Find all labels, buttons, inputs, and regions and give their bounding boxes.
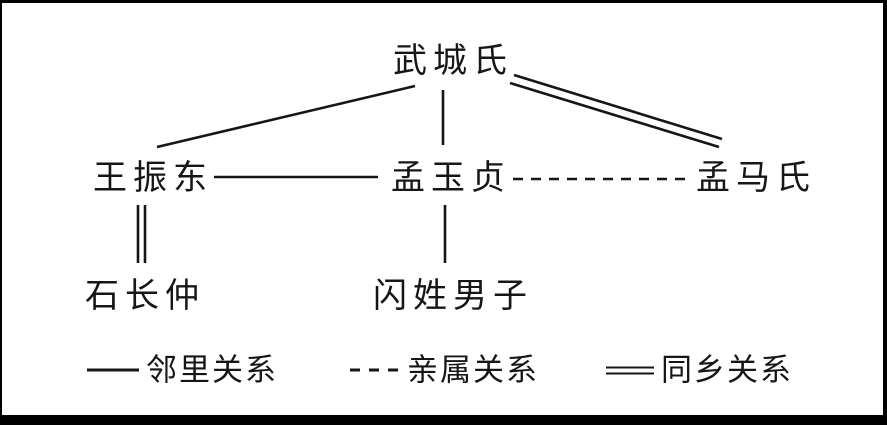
legend-item-townsman: 同乡关系 bbox=[606, 355, 793, 386]
legend-label-neighbor: 邻里关系 bbox=[146, 352, 278, 388]
legend-label-townsman: 同乡关系 bbox=[661, 352, 793, 388]
node-mengmashi: 孟马氏 bbox=[696, 160, 816, 197]
dashed-line-swatch bbox=[350, 368, 400, 372]
double-line-swatch bbox=[606, 366, 654, 374]
node-mengyuzhen: 孟玉贞 bbox=[391, 160, 511, 197]
edge-wangzhendong-shichangzhong-double bbox=[136, 205, 147, 263]
edge-wuchengshi-wangzhendong-solid bbox=[156, 84, 416, 149]
legend-item-kinship: 亲属关系 bbox=[350, 355, 539, 386]
node-wangzhendong: 王振东 bbox=[93, 160, 213, 197]
node-shanxingnanzi: 闪姓男子 bbox=[373, 278, 533, 315]
legend-item-neighbor: 邻里关系 bbox=[87, 355, 278, 386]
solid-line-swatch bbox=[87, 368, 139, 372]
node-wuchengshi: 武城氏 bbox=[393, 43, 513, 80]
legend-label-kinship: 亲属关系 bbox=[407, 352, 539, 388]
node-shichangzhong: 石长仲 bbox=[85, 278, 205, 315]
edge-wuchengshi-mengmashi-double bbox=[509, 73, 723, 149]
